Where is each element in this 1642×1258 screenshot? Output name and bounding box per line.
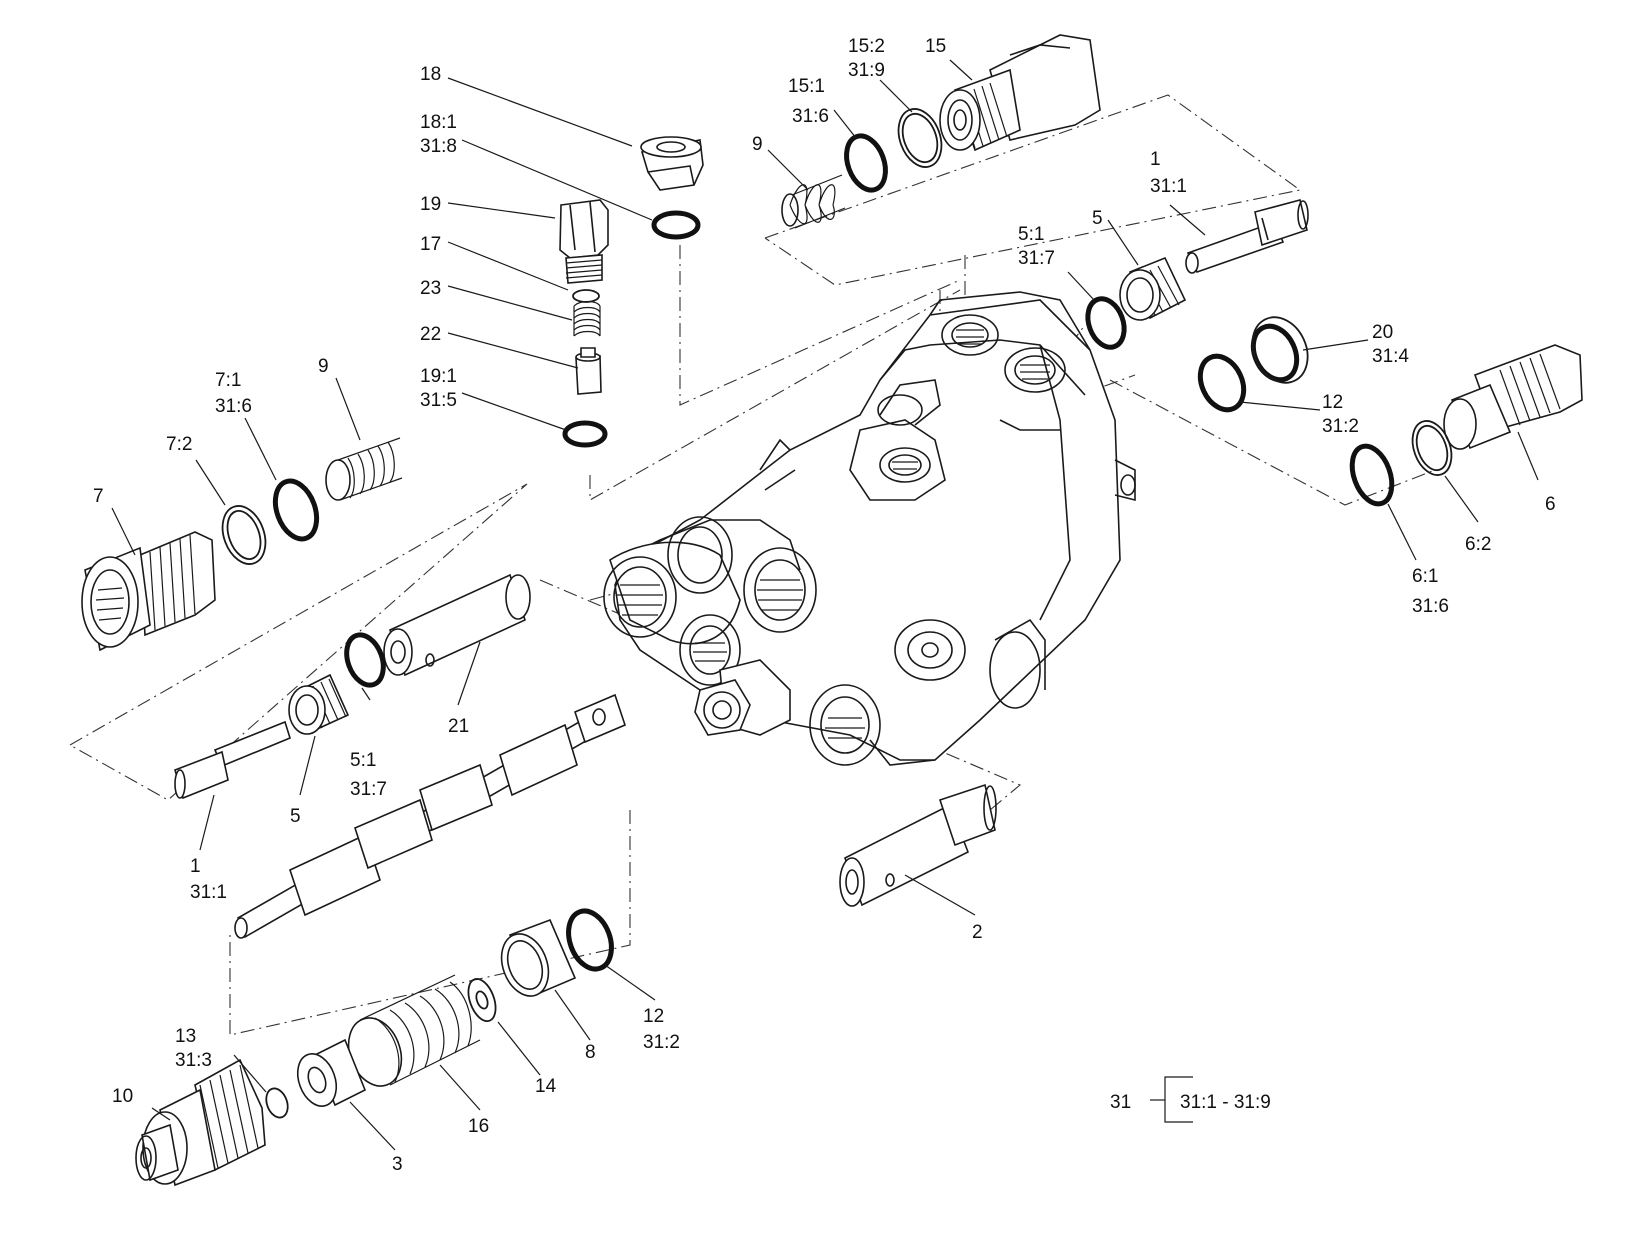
part-3-sleeve bbox=[296, 1038, 367, 1107]
part-1-pin-top bbox=[1185, 199, 1309, 274]
part-14-washer bbox=[467, 978, 497, 1022]
label-18-1: 18:1 bbox=[420, 112, 457, 133]
part-7-1-oring bbox=[272, 478, 320, 542]
part-5-1-oring-left bbox=[344, 632, 386, 688]
label-5-1-top: 5:1 bbox=[1018, 224, 1044, 245]
part-6-2-ring-inner bbox=[1415, 424, 1449, 472]
label-13-kit: 31:3 bbox=[175, 1050, 212, 1071]
label-21: 21 bbox=[448, 716, 469, 737]
label-7-1-kit: 31:6 bbox=[215, 396, 252, 417]
part-5-sleeve-left bbox=[288, 673, 350, 735]
part-15-2-ring-inner bbox=[901, 112, 939, 164]
part-6-plug bbox=[1443, 344, 1583, 450]
label-13: 13 bbox=[175, 1026, 196, 1047]
label-18-1-kit: 31:8 bbox=[420, 136, 457, 157]
kit-range: 31:1 - 31:9 bbox=[1180, 1092, 1271, 1113]
label-15-1: 15:1 bbox=[788, 76, 825, 97]
label-15-2: 15:2 bbox=[848, 36, 885, 57]
label-6-1: 6:1 bbox=[1412, 566, 1438, 587]
part-1-pin-left bbox=[174, 720, 291, 800]
part-8-cup bbox=[500, 918, 577, 997]
label-12-bottom-kit: 31:2 bbox=[643, 1032, 680, 1053]
part-15-fitting bbox=[939, 34, 1101, 152]
spool-shaft bbox=[234, 693, 626, 939]
part-14-washer-hole bbox=[475, 990, 489, 1010]
part-18-1-oring bbox=[651, 210, 701, 240]
part-19-1-oring bbox=[562, 420, 608, 448]
part-16-spring bbox=[347, 974, 481, 1087]
part-20-seal-outer bbox=[1251, 316, 1309, 384]
label-20: 20 bbox=[1372, 322, 1393, 343]
label-8: 8 bbox=[585, 1042, 596, 1063]
part-10-plug bbox=[135, 1058, 266, 1187]
label-1-left-kit: 31:1 bbox=[190, 882, 227, 903]
part-22-piston bbox=[575, 347, 602, 395]
label-3: 3 bbox=[392, 1154, 403, 1175]
label-19: 19 bbox=[420, 194, 441, 215]
label-1-left: 1 bbox=[190, 856, 201, 877]
part-19-cap bbox=[559, 199, 609, 284]
label-23: 23 bbox=[420, 278, 441, 299]
label-5-1-top-kit: 31:7 bbox=[1018, 248, 1055, 269]
part-21-tube bbox=[383, 573, 531, 677]
part-13-ring bbox=[265, 1087, 289, 1119]
label-12-bottom: 12 bbox=[643, 1006, 664, 1027]
part-2-piston bbox=[839, 783, 997, 907]
part-7-fitting bbox=[81, 531, 216, 652]
part-23-spring bbox=[573, 300, 601, 337]
label-15-1-kit: 31:6 bbox=[792, 106, 829, 127]
part-5-1-oring-top bbox=[1085, 296, 1127, 350]
label-1-top-kit: 31:1 bbox=[1150, 176, 1187, 197]
label-17: 17 bbox=[420, 234, 441, 255]
label-12-top-kit: 31:2 bbox=[1322, 416, 1359, 437]
label-7-1: 7:1 bbox=[215, 370, 241, 391]
valve-body bbox=[603, 291, 1136, 766]
label-5-1-left-kit: 31:7 bbox=[350, 779, 387, 800]
label-20-kit: 31:4 bbox=[1372, 346, 1409, 367]
label-1-top: 1 bbox=[1150, 149, 1161, 170]
part-18-plug bbox=[640, 136, 704, 191]
part-6-1-oring bbox=[1349, 443, 1395, 507]
part-7-2-ring bbox=[221, 505, 267, 565]
label-7: 7 bbox=[93, 486, 104, 507]
part-15-1-oring bbox=[844, 133, 888, 193]
part-9-spring-top bbox=[781, 174, 846, 229]
label-5-1-left: 5:1 bbox=[350, 750, 376, 771]
label-5-top: 5 bbox=[1092, 208, 1103, 229]
kit-number: 31 bbox=[1110, 1092, 1131, 1113]
label-9-top: 9 bbox=[752, 134, 763, 155]
label-18: 18 bbox=[420, 64, 441, 85]
label-12-top: 12 bbox=[1322, 392, 1343, 413]
label-19-1-kit: 31:5 bbox=[420, 390, 457, 411]
label-16: 16 bbox=[468, 1116, 489, 1137]
part-7-2-ring-inner bbox=[226, 510, 262, 560]
label-6-2: 6:2 bbox=[1465, 534, 1491, 555]
part-9-spring-left bbox=[325, 437, 403, 501]
label-10: 10 bbox=[112, 1086, 133, 1107]
part-17-ring bbox=[572, 289, 600, 303]
label-7-2: 7:2 bbox=[166, 434, 192, 455]
part-5-sleeve-top bbox=[1119, 256, 1187, 321]
label-15: 15 bbox=[925, 36, 946, 57]
label-14: 14 bbox=[535, 1076, 557, 1097]
label-2: 2 bbox=[972, 922, 983, 943]
callout-labels: 18 18:1 31:8 19 17 23 22 19:1 31:5 9 15:… bbox=[93, 36, 1556, 1175]
label-5-left: 5 bbox=[290, 806, 301, 827]
label-22: 22 bbox=[420, 324, 441, 345]
label-6-1-kit: 31:6 bbox=[1412, 596, 1449, 617]
part-12-oring-top bbox=[1197, 353, 1247, 413]
label-19-1: 19:1 bbox=[420, 366, 457, 387]
label-9-left: 9 bbox=[318, 356, 329, 377]
leader-lines bbox=[111, 59, 1539, 1151]
label-15-2-kit: 31:9 bbox=[848, 60, 885, 81]
part-6-2-ring bbox=[1411, 420, 1453, 476]
label-6: 6 bbox=[1545, 494, 1556, 515]
part-12-oring-bottom bbox=[566, 908, 614, 972]
